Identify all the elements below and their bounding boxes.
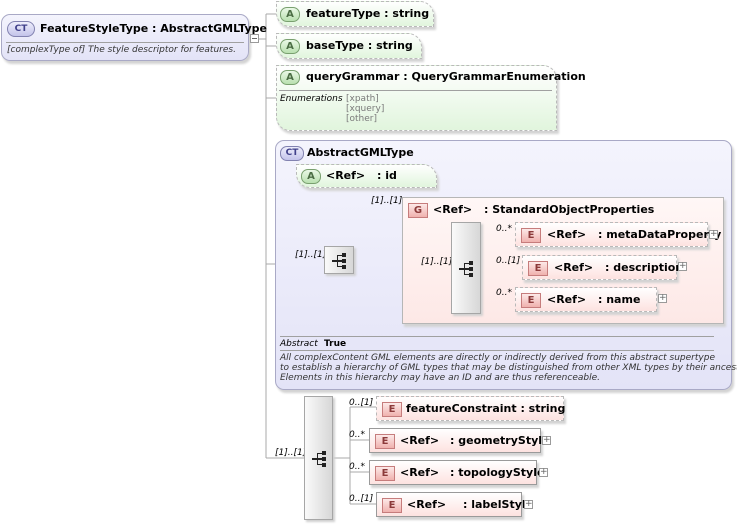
sequence-icon	[459, 261, 473, 277]
element-name: : geometryStyle	[450, 434, 550, 447]
enum-value: [other]	[346, 114, 377, 124]
attribute-badge: A	[280, 7, 300, 22]
element-ref: <Ref>	[407, 498, 447, 511]
enum-value: [xquery]	[346, 104, 385, 114]
root-complex-type[interactable]: CT FeatureStyleType : AbstractGMLType [c…	[1, 14, 267, 61]
attribute-ref: <Ref>	[326, 169, 366, 182]
element-name: : labelStyle	[463, 498, 534, 511]
abstract-gml-title: AbstractGMLType	[307, 146, 414, 159]
element-name: : metaDataProperty	[598, 228, 722, 241]
cardinality: [1]..[1]	[421, 257, 453, 267]
sequence-icon	[332, 253, 346, 269]
element-badge: E	[382, 402, 402, 417]
expand-toggle[interactable]: +	[658, 293, 667, 303]
element-badge: E	[521, 293, 541, 308]
abstract-value: True	[324, 339, 347, 349]
cardinality: 0..*	[496, 288, 512, 298]
element-ref: <Ref>	[400, 466, 440, 479]
element-name[interactable]: E <Ref> : name	[515, 287, 657, 312]
element-name: : description	[605, 261, 684, 274]
complex-type-badge: CT	[280, 146, 304, 161]
attribute-id[interactable]: A <Ref> : id	[296, 164, 437, 188]
sequence-compositor[interactable]	[304, 396, 333, 520]
enumerations-title: Enumerations	[280, 94, 343, 104]
abstract-label: Abstract	[280, 339, 318, 349]
enum-value: [xpath]	[346, 94, 379, 104]
element-geometryStyle[interactable]: E <Ref> : geometryStyle	[369, 428, 549, 453]
attribute-badge: A	[280, 70, 300, 85]
abstract-doc-line: All complexContent GML elements are dire…	[280, 353, 715, 363]
cardinality: [1]..[1]	[275, 448, 307, 458]
element-badge: E	[521, 228, 541, 243]
sequence-compositor[interactable]	[324, 246, 354, 274]
cardinality: 0..*	[349, 430, 365, 440]
cardinality: 0..*	[349, 462, 365, 472]
attribute-badge: A	[301, 169, 321, 184]
element-ref: <Ref>	[554, 261, 594, 274]
sequence-icon	[312, 451, 326, 467]
attribute-badge: A	[280, 39, 300, 54]
cardinality: 0..*	[496, 224, 512, 234]
element-ref: <Ref>	[547, 228, 587, 241]
expand-toggle[interactable]: +	[539, 467, 548, 477]
attribute-baseType[interactable]: A baseType : string	[276, 33, 422, 59]
expand-toggle[interactable]: +	[542, 435, 551, 445]
element-badge: E	[382, 498, 402, 513]
element-ref: <Ref>	[400, 434, 440, 447]
cardinality: [1]..[1]	[295, 250, 327, 260]
expand-toggle[interactable]: +	[678, 261, 687, 271]
attribute-label: baseType : string	[306, 39, 413, 52]
element-badge: E	[528, 261, 548, 276]
group-badge: G	[408, 203, 428, 218]
attribute-label: queryGrammar : QueryGrammarEnumeration	[306, 70, 586, 83]
group-ref: <Ref>	[433, 203, 473, 216]
sequence-compositor[interactable]	[451, 222, 481, 314]
root-documentation: [complexType of] The style descriptor fo…	[7, 45, 236, 55]
attribute-queryGrammar[interactable]: A queryGrammar : QueryGrammarEnumeration…	[276, 65, 586, 131]
element-metaDataProperty[interactable]: E <Ref> : metaDataProperty	[515, 222, 721, 247]
element-description[interactable]: E <Ref> : description	[522, 255, 683, 280]
element-featureConstraint[interactable]: E featureConstraint : string	[376, 396, 566, 421]
element-ref: <Ref>	[547, 293, 587, 306]
attribute-featureType[interactable]: A featureType : string	[276, 1, 434, 27]
cardinality: 0..[1]	[349, 494, 374, 504]
expand-toggle[interactable]: +	[524, 499, 533, 509]
attribute-name: : id	[377, 169, 397, 182]
abstract-doc-line: Elements in this hierarchy may have an I…	[280, 373, 600, 383]
cardinality: 0..[1]	[349, 398, 374, 408]
complex-type-badge: CT	[7, 21, 35, 37]
element-name: featureConstraint : string	[406, 402, 566, 415]
collapse-toggle[interactable]	[250, 34, 259, 43]
element-topologyStyle[interactable]: E <Ref> : topologyStyle	[369, 460, 544, 485]
element-name: : topologyStyle	[450, 466, 545, 479]
element-badge: E	[375, 466, 395, 481]
root-title: FeatureStyleType : AbstractGMLType	[40, 22, 267, 35]
abstract-doc-line: to establish a hierarchy of GML types th…	[280, 363, 737, 373]
attribute-label: featureType : string	[306, 7, 430, 20]
cardinality: 0..[1]	[496, 256, 521, 266]
element-labelStyle[interactable]: E <Ref> : labelStyle	[376, 492, 533, 517]
element-badge: E	[375, 434, 395, 449]
expand-toggle[interactable]: +	[709, 229, 718, 239]
element-name-label: : name	[598, 293, 641, 306]
cardinality: [1]..[1]	[371, 196, 403, 206]
group-name: : StandardObjectProperties	[484, 203, 655, 216]
